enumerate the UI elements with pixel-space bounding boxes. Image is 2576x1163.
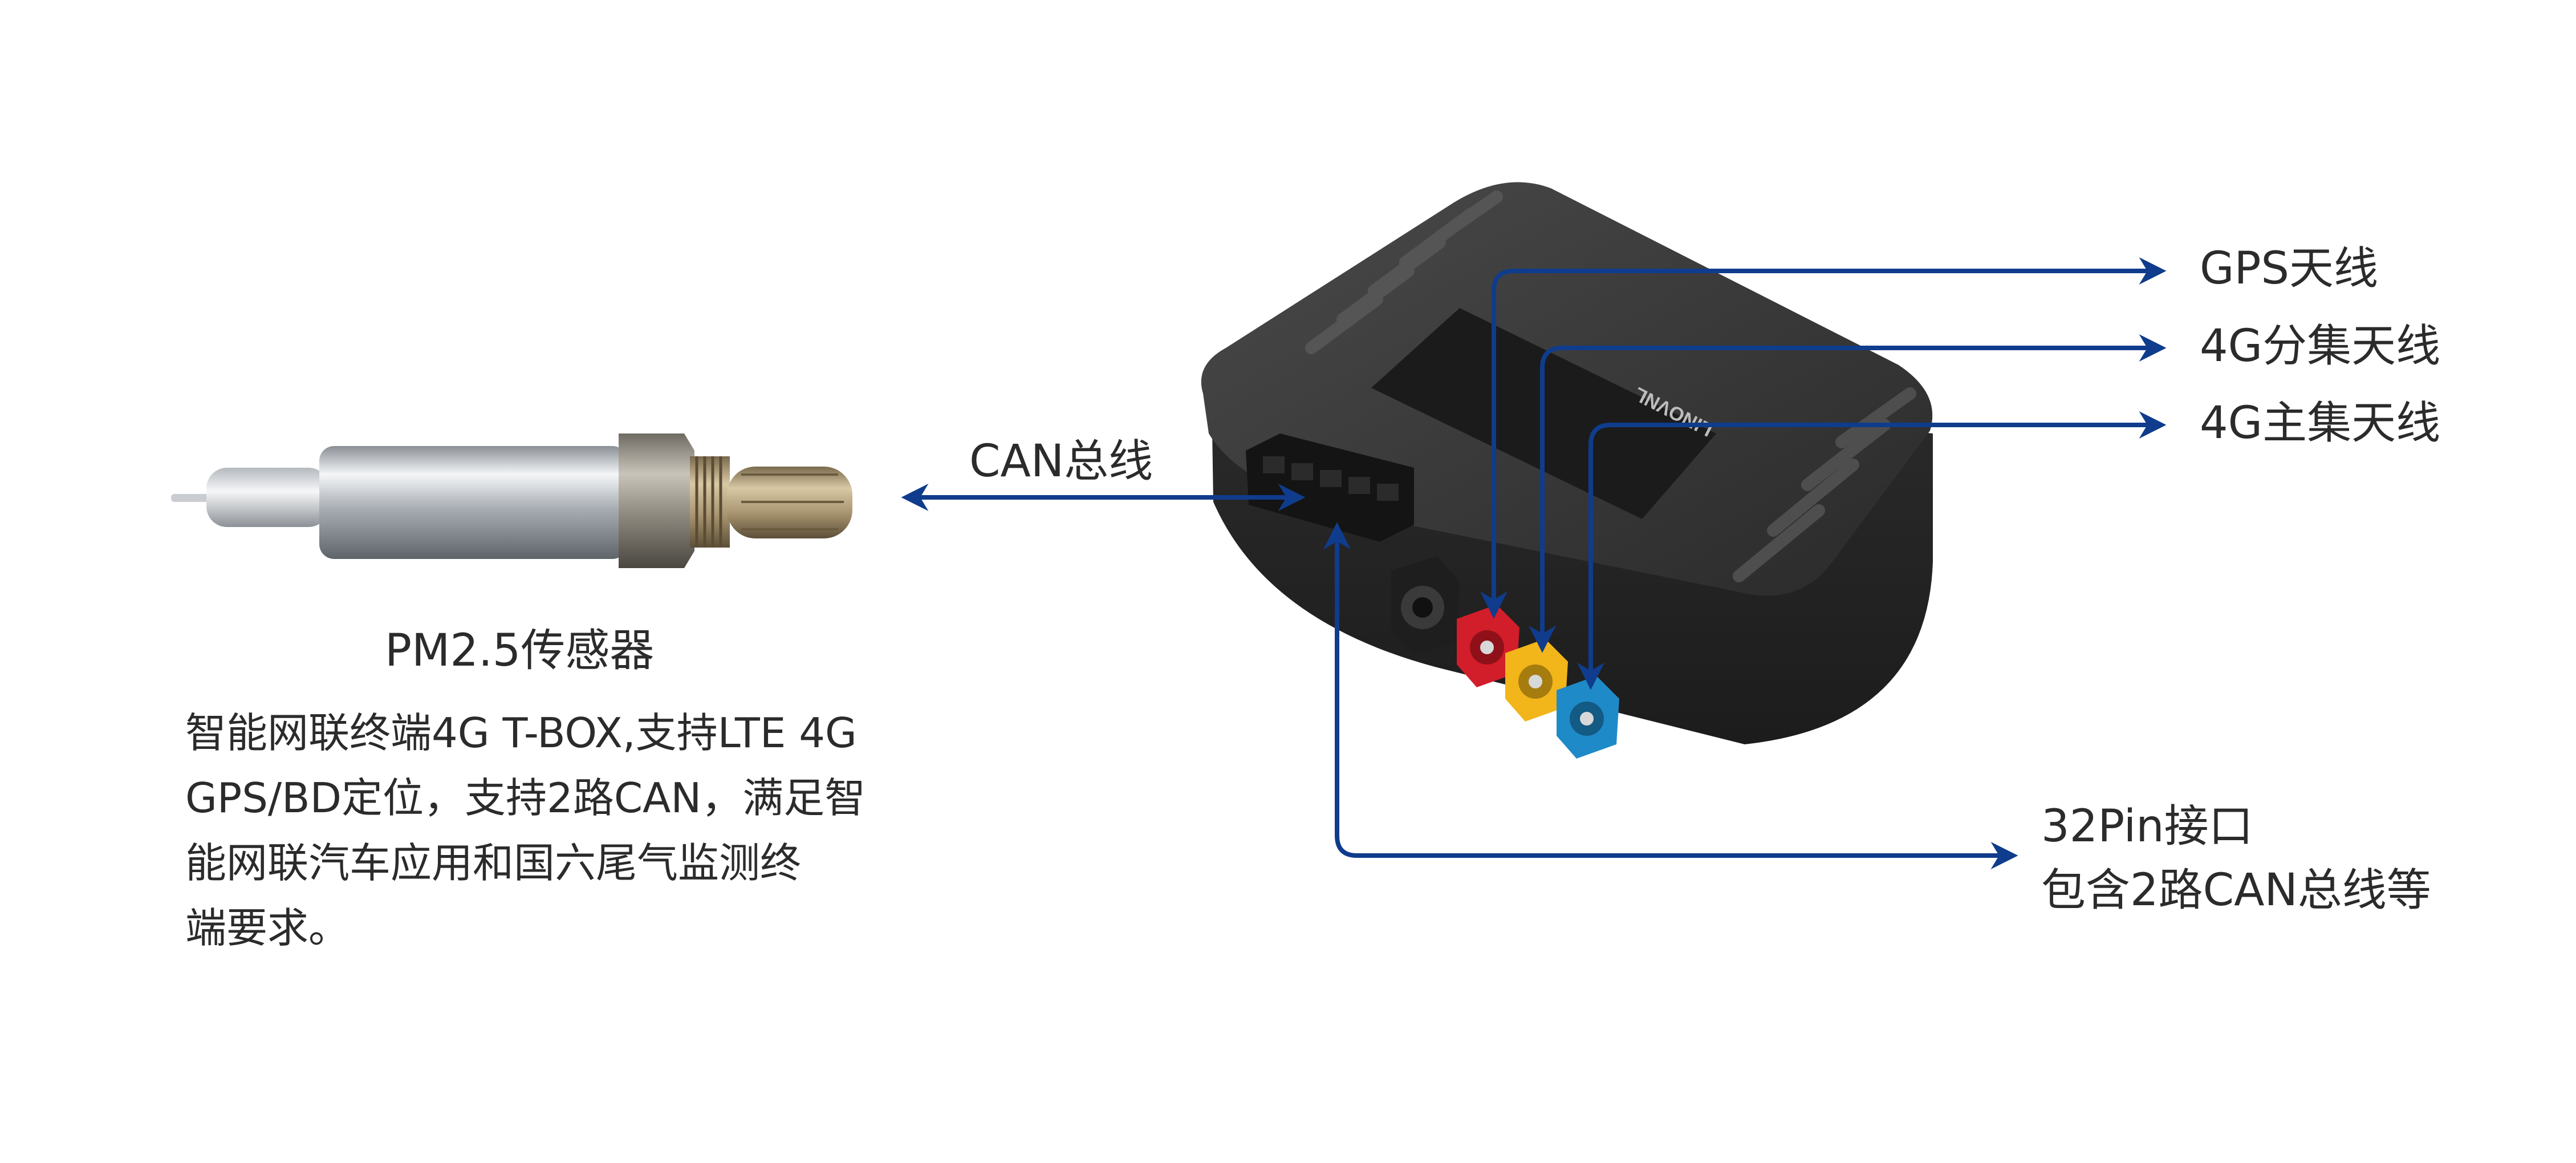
label-32pin-interface: 32Pin接口	[2041, 801, 2253, 852]
sensor-probe-tip	[206, 468, 329, 527]
pm25-sensor-image	[171, 433, 852, 568]
connector-black-fakra	[1391, 556, 1460, 656]
arrow-4g-diversity	[1529, 334, 2167, 653]
description-line: 智能网联终端4G T-BOX,支持LTE 4G	[185, 709, 857, 757]
tbox-grip-ridges-left	[1305, 191, 1503, 354]
arrow-gps-antenna	[1480, 257, 2167, 619]
description-line: 端要求。	[185, 904, 350, 952]
sensor-description: 智能网联终端4G T-BOX,支持LTE 4G GPS/BD定位，支持2路CAN…	[185, 700, 866, 961]
sensor-body	[319, 446, 627, 559]
label-4g-diversity-antenna: 4G分集天线	[2200, 321, 2441, 372]
sensor-caption: PM2.5传感器	[385, 625, 655, 676]
description-line: 能网联汽车应用和国六尾气监测终	[185, 839, 802, 887]
label-can-bus-interface: 包含2路CAN总线等	[2041, 865, 2431, 916]
arrow-4g-main	[1577, 411, 2167, 690]
tbox-32pin-connector	[1246, 433, 1414, 542]
label-4g-main-antenna: 4G主集天线	[2200, 398, 2441, 449]
label-gps-antenna: GPS天线	[2200, 243, 2378, 294]
sensor-hex-nut	[619, 433, 694, 568]
description-line: GPS/BD定位，支持2路CAN，满足智	[185, 774, 866, 822]
arrow-32pin-interface	[1323, 522, 2018, 869]
label-can-bus: CAN总线	[969, 436, 1153, 487]
